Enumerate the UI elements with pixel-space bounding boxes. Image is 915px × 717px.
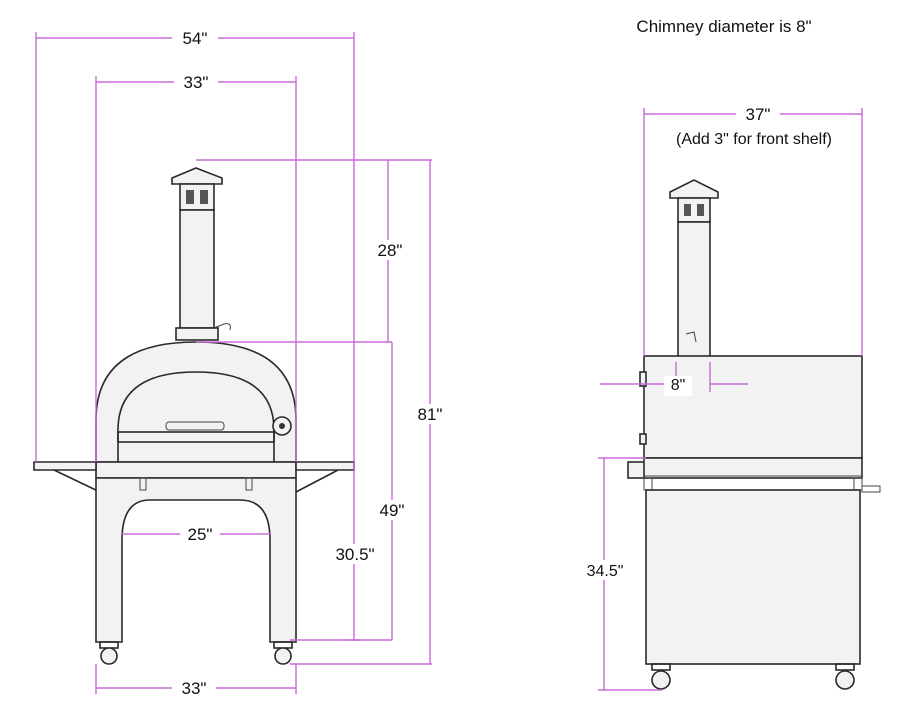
side-caster-mount-front [651, 663, 671, 671]
chimney-vent-left [186, 190, 194, 204]
side-chimney-vent-box [677, 197, 711, 223]
label-cart-height: 34.5" [587, 563, 624, 580]
side-caster-wheel-front [651, 670, 671, 690]
side-damper [685, 331, 697, 343]
leg-bolt-left [139, 477, 147, 491]
side-view [627, 179, 881, 690]
label-bg-33-top [174, 72, 218, 92]
side-bracket-right [853, 477, 863, 491]
label-bg-25 [180, 524, 220, 544]
side-caster-wheel-rear [835, 670, 855, 690]
caster-mount-right [273, 641, 293, 649]
front-view-dimensions: 54" 33" 28" 81" 49" 30.5" 25" 33" [35, 28, 450, 698]
caster-wheel-left [100, 647, 118, 665]
chimney-cap [171, 167, 223, 185]
label-overall-height: 81" [418, 405, 443, 424]
label-shelf-height: 30.5" [335, 545, 374, 564]
left-shelf-bracket [53, 469, 101, 493]
leg-bolt-right [245, 477, 253, 491]
label-bg-54 [172, 28, 218, 48]
label-bg-49 [372, 500, 412, 520]
label-bg-34-5 [580, 560, 630, 580]
side-cart-body [645, 489, 861, 665]
oven-front-band [117, 431, 275, 443]
damper-handle [213, 323, 231, 331]
left-shelf [33, 461, 97, 471]
label-chimney-height: 28" [378, 241, 403, 260]
label-bg-37 [736, 104, 780, 124]
thermometer-center [279, 423, 285, 429]
caster-wheel-right [274, 647, 292, 665]
cart-legs [95, 477, 297, 643]
right-shelf [295, 461, 355, 471]
side-front-fitting-top [639, 371, 647, 387]
label-depth-note: (Add 3" for front shelf) [676, 131, 832, 148]
chimney-base [175, 327, 219, 341]
label-bg-28 [370, 240, 410, 260]
side-bracket-left [643, 477, 653, 491]
chimney-diameter-note: Chimney diameter is 8" [636, 17, 811, 36]
chimney-vent-box [179, 183, 215, 211]
label-bg-8 [664, 376, 692, 396]
label-depth: 37" [746, 105, 771, 124]
side-caster-mount-rear [835, 663, 855, 671]
chimney-vent-right [200, 190, 208, 204]
label-oven-width: 33" [184, 73, 209, 92]
side-cart-top [643, 457, 863, 479]
label-base-width: 33" [182, 679, 207, 698]
right-shelf-bracket [295, 469, 339, 493]
label-chimney-diameter: 8" [671, 377, 686, 394]
side-front-fitting-bottom [639, 433, 647, 445]
side-chimney-cap [669, 179, 719, 199]
label-bg-30-5 [328, 544, 382, 564]
side-oven-body [643, 355, 863, 459]
front-view [33, 167, 355, 665]
oven-dome-outer [95, 341, 297, 463]
caster-mount-left [99, 641, 119, 649]
side-view-dimensions: 37" (Add 3" for front shelf) 8" 34.5" [580, 104, 863, 691]
side-chimney-vent-right [697, 204, 704, 216]
label-bg-81 [410, 404, 450, 424]
label-leg-spacing: 25" [188, 525, 213, 544]
side-chimney-vent-left [684, 204, 691, 216]
oven-dome-inner [117, 371, 275, 462]
label-overall-width: 54" [183, 29, 208, 48]
side-chimney-pipe [677, 221, 711, 361]
oven-floor [95, 461, 297, 479]
side-rear-handle [861, 485, 881, 493]
label-oven-top-height: 49" [380, 501, 405, 520]
label-bg-33-base [172, 678, 216, 698]
chimney-pipe [179, 209, 215, 329]
oven-door-handle [165, 421, 225, 431]
